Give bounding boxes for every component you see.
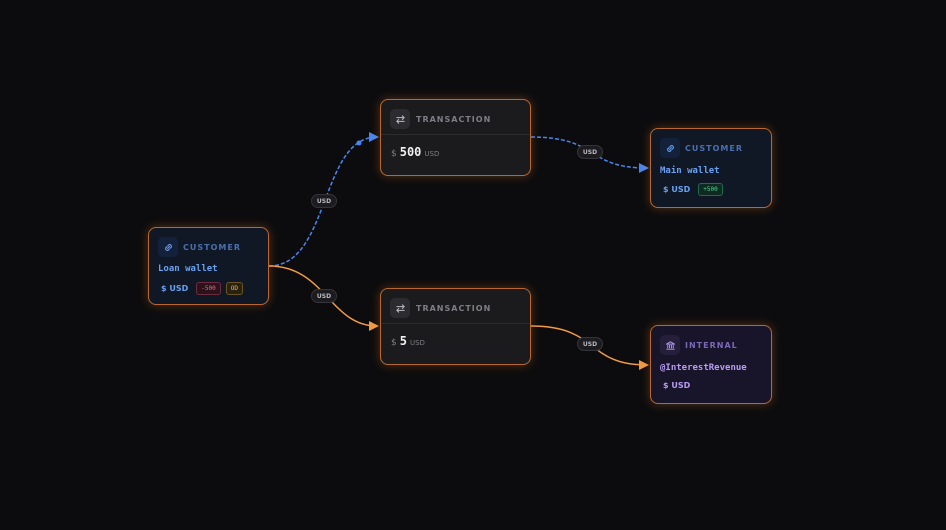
- edge-label-loan-tx5: USD: [311, 289, 337, 303]
- wallet-name: Main wallet: [660, 166, 720, 176]
- currency-label: $ USD: [161, 284, 189, 293]
- node-kind-label: TRANSACTION: [416, 115, 492, 124]
- overdraft-badge: OD: [225, 282, 243, 295]
- node-interest-revenue[interactable]: INTERNAL @InterestRevenue $ USD: [650, 325, 772, 404]
- wallet-badges: $ USD -500 OD: [158, 282, 243, 295]
- node-divider: [381, 134, 530, 135]
- bank-icon: [660, 335, 680, 355]
- node-transaction-5[interactable]: TRANSACTION $ 5 USD: [380, 288, 531, 365]
- wallet-badges: $ USD: [660, 381, 693, 390]
- wallet-name: Loan wallet: [158, 264, 218, 274]
- edge-label-loan-tx500: USD: [311, 194, 337, 208]
- currency-code: USD: [409, 339, 425, 347]
- currency-symbol: $: [391, 338, 397, 348]
- wallet-badges: $ USD +500: [660, 183, 723, 196]
- currency-label: $ USD: [663, 381, 691, 390]
- edge-handle-dot: [356, 140, 362, 146]
- amount-value: 500: [399, 145, 422, 159]
- node-kind-label: CUSTOMER: [183, 243, 241, 252]
- amount-value: 5: [399, 334, 407, 348]
- node-loan-wallet[interactable]: CUSTOMER Loan wallet $ USD -500 OD: [148, 227, 269, 305]
- edge-label-tx500-main: USD: [577, 145, 603, 159]
- node-transaction-500[interactable]: TRANSACTION $ 500 USD: [380, 99, 531, 176]
- balance-badge: -500: [196, 282, 221, 295]
- currency-symbol: $: [391, 149, 397, 159]
- transaction-amount: $ 500 USD: [391, 145, 439, 159]
- node-kind-label: TRANSACTION: [416, 304, 492, 313]
- node-divider: [381, 323, 530, 324]
- wallet-name: @InterestRevenue: [660, 363, 747, 373]
- edge-label-tx5-interest: USD: [577, 337, 603, 351]
- transaction-amount: $ 5 USD: [391, 334, 425, 348]
- link-icon: [660, 138, 680, 158]
- node-kind-label: INTERNAL: [685, 341, 738, 350]
- transfer-arrows-icon: [390, 298, 410, 318]
- balance-badge: +500: [698, 183, 723, 196]
- currency-code: USD: [424, 150, 440, 158]
- currency-label: $ USD: [663, 185, 691, 194]
- transfer-arrows-icon: [390, 109, 410, 129]
- node-main-wallet[interactable]: CUSTOMER Main wallet $ USD +500: [650, 128, 772, 208]
- link-icon: [158, 237, 178, 257]
- node-kind-label: CUSTOMER: [685, 144, 743, 153]
